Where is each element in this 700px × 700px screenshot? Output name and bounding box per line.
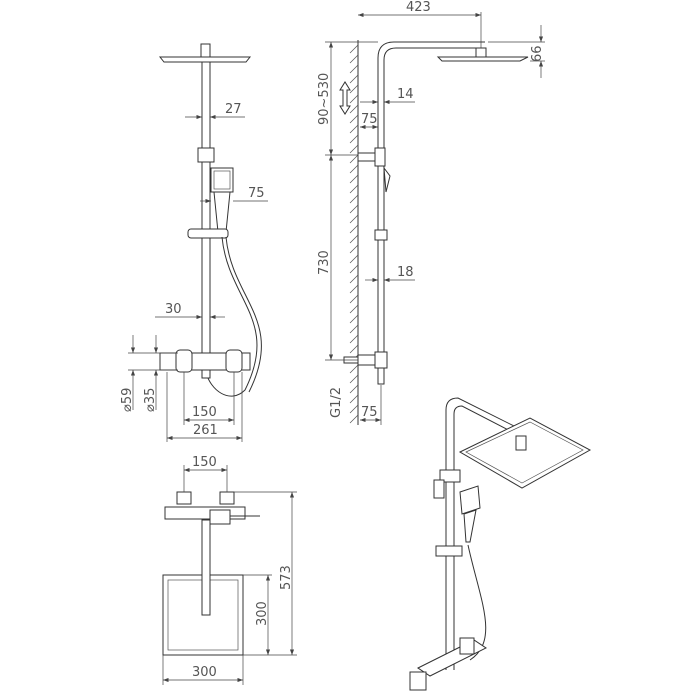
mixer-body <box>374 351 388 369</box>
wall-hatch-line <box>349 164 359 174</box>
left-handle <box>409 671 427 691</box>
dim-bar-height: 730 <box>317 250 332 275</box>
hand-shower-head <box>459 485 481 515</box>
thermostatic-mixer <box>417 639 487 677</box>
dim-inlet-diameter: ⌀35 <box>143 388 158 412</box>
right-handle <box>459 637 475 655</box>
wall-hatch-line <box>349 254 359 264</box>
dim-outlet-diameter: ⌀59 <box>120 388 135 412</box>
left-handle <box>176 491 192 505</box>
wall-hatch-line <box>349 54 359 64</box>
wall-hatch-line <box>349 404 359 414</box>
dim-head-depth: 300 <box>255 601 270 626</box>
dim-arm-length: 423 <box>406 0 431 15</box>
dim-inlet-spacing: 150 <box>192 405 217 420</box>
dim-head-width: 300 <box>192 665 217 680</box>
wall-bracket <box>374 147 386 167</box>
wall-hatch-line <box>349 154 359 164</box>
wall-hatch-line <box>349 294 359 304</box>
wall-hatch-line <box>349 204 359 214</box>
dim-rod-offset: 14 <box>397 87 414 102</box>
dim-head-height: 66 <box>530 45 545 62</box>
wall-hatch-line <box>349 314 359 324</box>
head-connector <box>200 43 211 58</box>
mixer-body <box>164 506 246 520</box>
wall-hatch-line <box>349 334 359 344</box>
wall-hatch-line <box>349 274 359 284</box>
slider-bracket <box>435 545 463 557</box>
dim-inlet-thread: G1/2 <box>329 387 344 418</box>
hose <box>205 236 258 397</box>
wall-hatch-line <box>349 144 359 154</box>
rain-shower-head <box>436 56 529 62</box>
wall-hatch-line <box>349 94 359 104</box>
outlet-nut <box>201 369 211 379</box>
dim-adjust-range: 90~530 <box>317 73 332 125</box>
wall-hatch-line <box>349 324 359 334</box>
top-view: 150 573 300 300 <box>162 455 297 685</box>
wall-bracket <box>439 469 461 483</box>
dim-bar-width: 30 <box>165 302 182 317</box>
front-view: 27 75 30 ⌀59 ⌀35 150 261 <box>120 43 268 442</box>
wall-hatch-line <box>349 244 359 254</box>
wall-hatch-line <box>349 344 359 354</box>
wall-hatch-line <box>349 64 359 74</box>
rain-shower-head <box>458 417 592 489</box>
side-view: 423 66 90~530 14 75 730 18 G1/2 75 <box>317 0 545 425</box>
wall-hatch-line <box>349 174 359 184</box>
right-handle <box>225 349 243 373</box>
wall-bracket <box>197 147 215 163</box>
wall-hatch-line <box>349 114 359 124</box>
dim-handshower-offset: 75 <box>248 186 265 201</box>
wall-hatch-line <box>349 284 359 294</box>
hand-shower <box>383 166 391 193</box>
dim-mixer-offset: 75 <box>361 405 378 420</box>
isometric-view <box>409 397 592 691</box>
wall-hatch-line <box>349 364 359 374</box>
wall-hatch-line <box>349 214 359 224</box>
wall-hatch-line <box>349 124 359 134</box>
wall-hatch-line <box>349 184 359 194</box>
wall-hatch-line <box>349 264 359 274</box>
wall-hatch-line <box>349 414 359 424</box>
wall-hatch-line <box>349 104 359 114</box>
left-handle <box>175 349 193 373</box>
wall-hatch-line <box>349 374 359 384</box>
right-handle <box>219 491 235 505</box>
slider-bracket <box>374 229 388 241</box>
wall-hatch-line <box>349 134 359 144</box>
wall-hatch-line <box>349 224 359 234</box>
riser-pipe <box>201 61 211 358</box>
wall-hatch-line <box>349 394 359 404</box>
head-connector <box>475 47 487 58</box>
wall-hatch-line <box>349 234 359 244</box>
dim-bar-diameter: 18 <box>397 265 414 280</box>
wall-hatch-line <box>349 384 359 394</box>
adjust-arrow-icon <box>339 81 351 115</box>
wall-hatch-line <box>349 304 359 314</box>
rain-shower-head <box>158 56 252 63</box>
arm <box>201 519 211 616</box>
dim-bracket-offset: 75 <box>361 112 378 127</box>
wall-hatch-line <box>349 84 359 94</box>
dim-mixer-width: 261 <box>193 423 218 438</box>
wall-hatch-line <box>349 44 359 54</box>
dim-total-depth: 573 <box>279 565 294 590</box>
wall-hatch-line <box>349 194 359 204</box>
hand-shower-handle <box>213 191 231 233</box>
dim-pipe-width: 27 <box>225 102 242 117</box>
wall-hatch-line <box>349 74 359 84</box>
dim-top-inlet-spacing: 150 <box>192 455 217 470</box>
slider-bracket <box>187 228 229 239</box>
